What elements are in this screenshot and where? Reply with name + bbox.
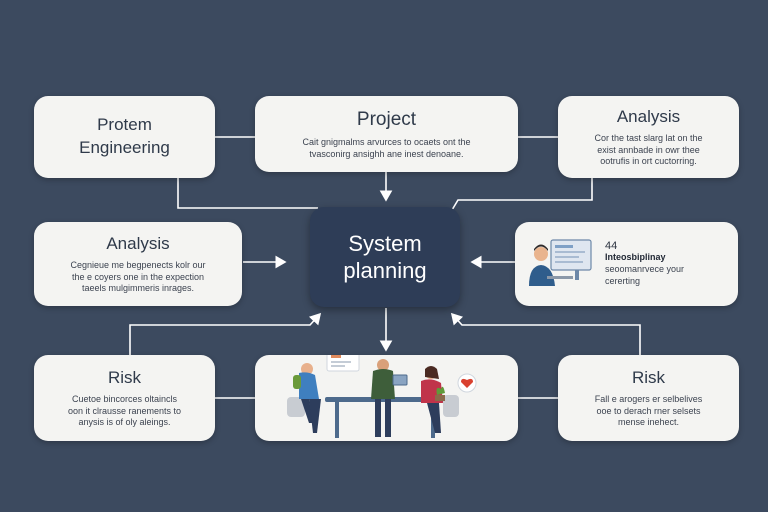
node-interdisciplinary[interactable]: 44 Inteosbiplinay seoomanrvece your cere… xyxy=(515,222,738,306)
desc-line: Cegnieue me begpenects kolr our xyxy=(70,259,206,270)
desc-line: Cait gnigmalms arvurces to ocaets ont th… xyxy=(302,137,471,148)
desc-line: ootrufis in ort cuctorring. xyxy=(600,156,697,167)
node-analysis-top[interactable]: Analysis Cor the tast slarg lat on the e… xyxy=(558,96,739,178)
node-title: Engineering xyxy=(79,138,170,157)
node-risk-left[interactable]: Risk Cuetoe bincorces oltaincls oon it c… xyxy=(34,355,215,441)
node-title: Inteosbiplinay xyxy=(605,252,666,263)
node-description: Cor the tast slarg lat on the exist annb… xyxy=(594,133,702,168)
desc-line: Fall e arogers er selbelives xyxy=(594,393,703,404)
center-title-line: System xyxy=(348,230,422,256)
desc-line: taeels mulgimmeris inrages. xyxy=(81,283,195,294)
desc-line: anysis is of oly aleings. xyxy=(78,417,171,428)
desc-line: mense inehect. xyxy=(617,417,680,428)
desc-line: exist annbade in owr thee xyxy=(597,144,700,155)
node-description: Cuetoe bincorces oltaincls oon it clraus… xyxy=(68,394,181,429)
node-description: Fall e arogers er selbelives ooe to dera… xyxy=(595,394,703,429)
node-description: seoomanrvece your cererting xyxy=(605,264,684,287)
arrow-riskleft-center xyxy=(129,312,322,355)
node-team-illustration[interactable] xyxy=(255,355,518,441)
node-protein-engineering[interactable]: Protem Engineering xyxy=(34,96,215,178)
node-title: Protem xyxy=(97,115,152,135)
link-protein-center xyxy=(177,178,318,209)
center-title-line: planning xyxy=(343,258,427,283)
desc-line: the e coyers one in the expection xyxy=(71,271,205,282)
link-analysis-center xyxy=(451,178,593,211)
node-description: Cegnieue me begpenects kolr our the e co… xyxy=(70,260,205,295)
desc-line: cererting xyxy=(605,276,641,286)
node-title: Analysis xyxy=(616,107,681,126)
desc-line: Cuetoe bincorces oltaincls xyxy=(71,393,178,404)
node-risk-right[interactable]: Risk Fall e arogers er selbelives ooe to… xyxy=(558,355,739,441)
people-at-table-icon xyxy=(287,355,477,438)
desc-line: Cor the tast slarg lat on the xyxy=(594,132,703,143)
node-title: Risk xyxy=(107,368,142,387)
node-system-planning[interactable]: System planning xyxy=(310,207,460,307)
arrow-riskright-center xyxy=(450,312,641,355)
node-title: Risk xyxy=(631,368,666,387)
desc-line: oon it clrausse ranements to xyxy=(67,405,182,416)
desc-line: tvasconirg ansighh ane inest denoane. xyxy=(309,148,464,159)
node-project[interactable]: Project Cait gnigmalms arvurces to ocaet… xyxy=(255,96,518,172)
desc-line: ooe to derach rner selsets xyxy=(596,405,701,416)
node-title: Project xyxy=(356,109,417,131)
desc-line: seoomanrvece your xyxy=(605,264,685,275)
node-analysis-left[interactable]: Analysis Cegnieue me begpenects kolr our… xyxy=(34,222,242,306)
node-number: 44 xyxy=(605,240,618,253)
node-description: Cait gnigmalms arvurces to ocaets ont th… xyxy=(302,137,470,160)
person-with-monitor-icon xyxy=(529,239,592,286)
node-title: Analysis xyxy=(106,234,170,253)
